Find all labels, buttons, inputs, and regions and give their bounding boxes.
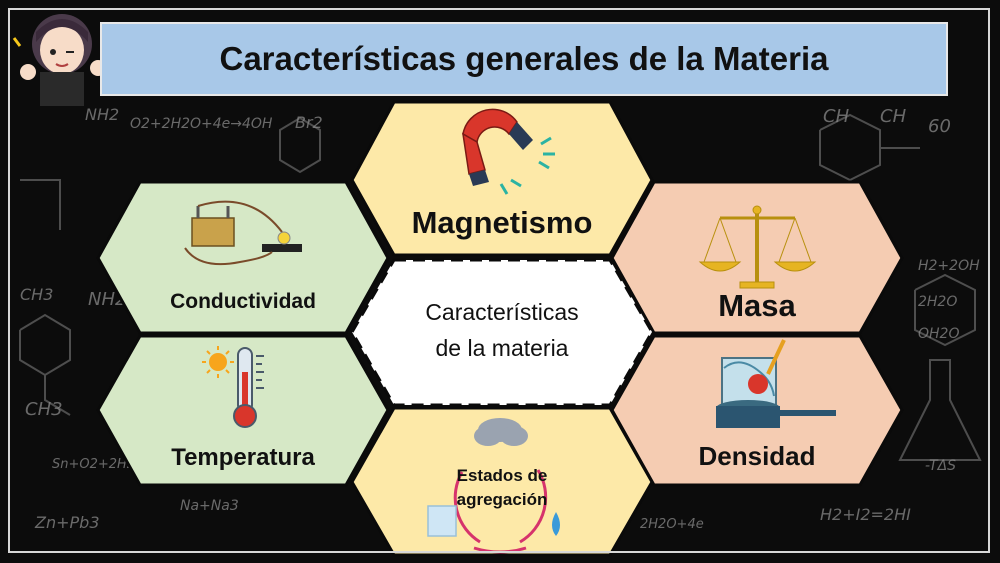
- hex-conductividad: [96, 180, 390, 335]
- chalk-formula: Zn+Pb3: [34, 513, 100, 532]
- chalk-formula: O2+2H2O+4e→4OH: [130, 116, 273, 132]
- density-pot-icon: [716, 339, 836, 428]
- chalk-formula: 2H2O+4e: [640, 517, 704, 532]
- hex-center: [350, 258, 654, 407]
- chalk-formula: H2+2OH: [918, 258, 980, 274]
- chalk-formula: Br2: [295, 113, 323, 132]
- magnet-icon: [462, 108, 555, 195]
- hex-masa: [610, 180, 904, 335]
- chalk-formula: Na+Na3: [180, 498, 239, 514]
- chalk-formula: H2+I2=2HI: [820, 505, 911, 524]
- chalk-formula: Sn+O2+2H2: [52, 457, 135, 472]
- chalk-formula: CH3: [20, 285, 53, 304]
- circuit-icon: [184, 200, 302, 266]
- chalk-formula: CH3: [25, 399, 63, 420]
- chalk-formula: OH2O: [918, 326, 959, 342]
- chalk-formula: CH: [880, 106, 907, 127]
- chalk-formula: 60: [928, 116, 951, 137]
- label-center-line2: de la materia: [435, 335, 569, 361]
- label-estados-line2: agregación: [456, 490, 548, 509]
- label-conductividad: Conductividad: [170, 290, 316, 313]
- chalk-formula: NH2: [85, 105, 119, 124]
- label-center-line1: Características: [425, 299, 579, 325]
- hex-temperatura: [96, 334, 390, 487]
- chalk-formula: CH: [823, 106, 850, 127]
- label-densidad: Densidad: [698, 441, 816, 471]
- label-masa: Masa: [718, 288, 796, 323]
- chalk-formula: 2H2O: [918, 294, 957, 310]
- label-magnetismo: Magnetismo: [411, 205, 593, 240]
- chalk-formula: -TΔS: [925, 458, 956, 474]
- title-banner: Características generales de la Materia: [100, 22, 948, 96]
- hex-magnetismo: [350, 100, 654, 257]
- balance-scale-icon: [698, 205, 817, 289]
- label-estados-line1: Estados de: [456, 466, 548, 485]
- thermometer-icon: [202, 346, 264, 428]
- hex-estados-agregacion: [350, 406, 654, 557]
- label-temperatura: Temperatura: [171, 444, 315, 471]
- states-cycle-icon: [427, 418, 560, 554]
- page-title: Características generales de la Materia: [219, 40, 829, 77]
